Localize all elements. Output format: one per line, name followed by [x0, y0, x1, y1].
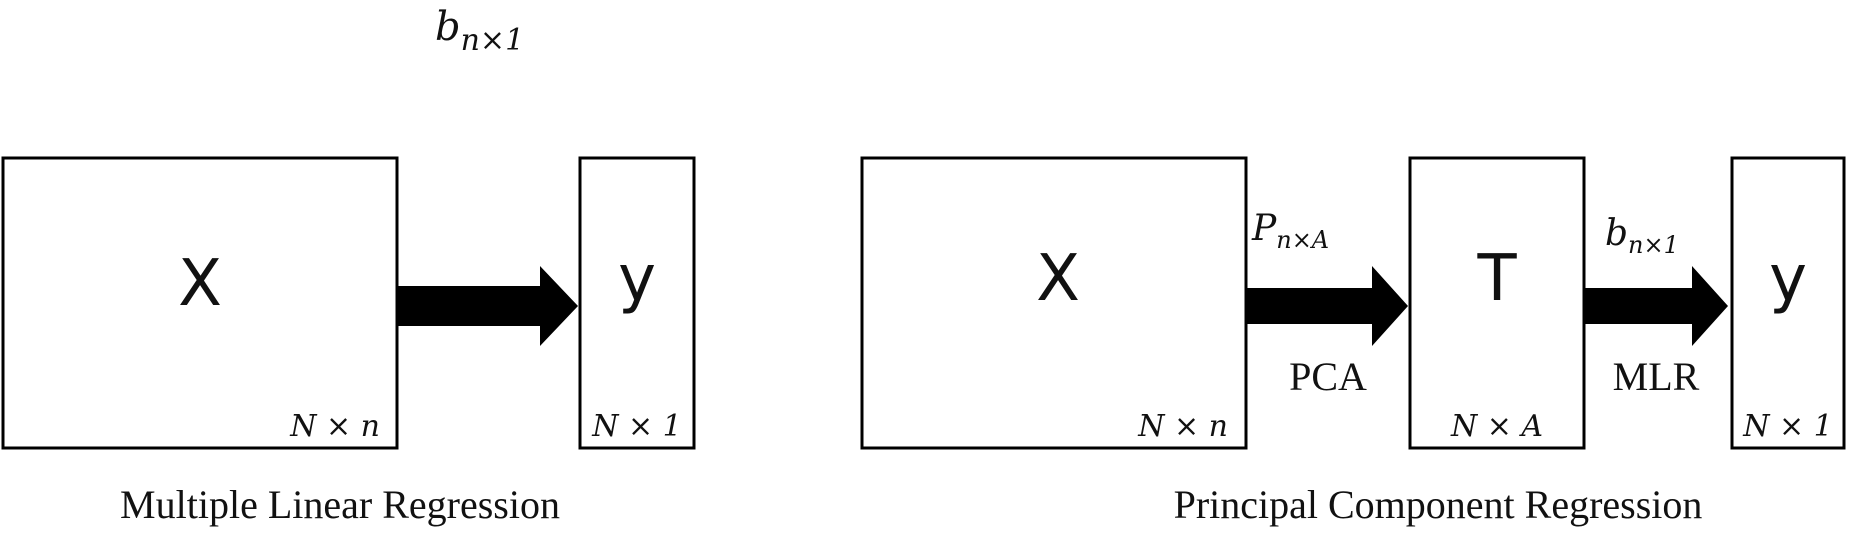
mlr-coefficient-base: b	[435, 4, 461, 50]
mlr-y-letter: y	[618, 242, 656, 316]
pcr-t-box	[1408, 156, 1586, 450]
pcr-mlr-label: MLR	[1613, 354, 1700, 399]
pcr-t-letter: T	[1476, 242, 1517, 316]
pcr-x-letter: X	[1036, 242, 1080, 316]
pcr-y-box	[1730, 156, 1846, 450]
pcr-y-dim: N × 1	[1742, 409, 1833, 444]
pcr-loading-base: P	[1251, 208, 1277, 249]
pcr-panel: X N × n Pn×A PCA T N × A bn×1 MLR y N × …	[860, 156, 1846, 527]
pcr-x-box	[860, 156, 1248, 450]
pcr-caption: Principal Component Regression	[1174, 482, 1703, 527]
mlr-x-dim: N × n	[289, 409, 380, 444]
pcr-loading-sub: n×A	[1276, 226, 1329, 254]
mlr-y-dim: N × 1	[591, 409, 682, 444]
pcr-pca-arrow	[1247, 266, 1408, 346]
pcr-coefficient-sub: n×1	[1628, 231, 1679, 259]
pcr-y-letter: y	[1769, 242, 1807, 316]
pcr-coefficient-label: bn×1	[1605, 213, 1679, 259]
mlr-x-box	[1, 156, 399, 450]
mlr-caption: Multiple Linear Regression	[120, 482, 560, 527]
mlr-panel: bn×1 X N × n y N × 1 Multiple Linear Reg…	[1, 4, 696, 527]
pcr-t-dim: N × A	[1450, 409, 1543, 444]
mlr-y-box	[578, 156, 696, 450]
mlr-coefficient-label: bn×1	[435, 4, 524, 58]
pcr-mlr-arrow	[1584, 266, 1728, 346]
pcr-coefficient-base: b	[1605, 213, 1628, 254]
mlr-x-letter: X	[178, 247, 222, 321]
pcr-pca-label: PCA	[1289, 354, 1367, 399]
mlr-arrow	[397, 266, 578, 346]
mlr-coefficient-sub: n×1	[461, 23, 525, 58]
pcr-loading-label: Pn×A	[1251, 208, 1329, 254]
pcr-x-dim: N × n	[1137, 409, 1228, 444]
